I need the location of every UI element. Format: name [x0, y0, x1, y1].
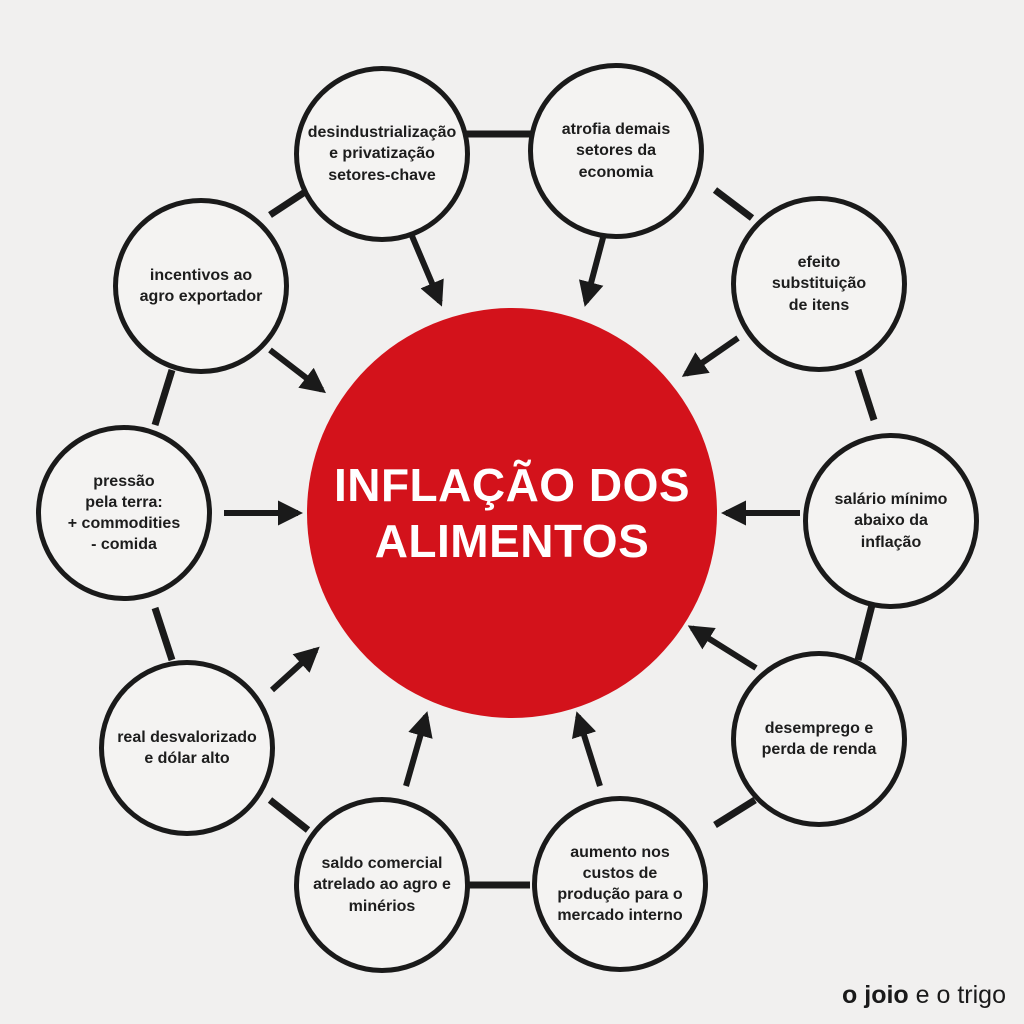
- node-desemprego: desemprego e perda de renda: [731, 651, 907, 827]
- arrow-connector: [409, 234, 444, 307]
- node-atrofia-setores: atrofia demais setores da economia: [528, 63, 704, 239]
- node-desindustrializacao: desindustrialização e privatização setor…: [294, 66, 470, 242]
- central-title: INFLAÇÃO DOS ALIMENTOS: [333, 458, 691, 567]
- node-label: desemprego e perda de renda: [761, 719, 877, 758]
- node-incentivos-agro: incentivos ao agro exportador: [113, 198, 289, 374]
- node-label: efeito substituição de itens: [771, 254, 867, 314]
- node-label: real desvalorizado e dólar alto: [117, 728, 257, 767]
- arrow-connector: [268, 347, 326, 394]
- ring-connector: [267, 797, 311, 833]
- brand-light-text: e o trigo: [915, 981, 1006, 1009]
- node-label: salário mínimo abaixo da inflação: [834, 491, 948, 551]
- node-salario-minimo: salário mínimo abaixo da inflação: [803, 433, 979, 609]
- node-pressao-terra: pressão pela terra: + commodities - comi…: [36, 425, 212, 601]
- arrow-connectors: [224, 233, 800, 787]
- ring-connector: [854, 604, 876, 661]
- node-label: incentivos ao agro exportador: [139, 266, 263, 305]
- ring-connector: [151, 606, 176, 662]
- ring-connector: [151, 368, 176, 427]
- node-real-desvalorizado: real desvalorizado e dólar alto: [99, 660, 275, 836]
- node-label: saldo comercial atrelado ao agro e minér…: [313, 855, 451, 915]
- arrow-connector: [572, 711, 603, 787]
- brand-logo: o joio e o trigo: [842, 981, 1006, 1010]
- arrow-connector: [269, 646, 320, 693]
- node-saldo-comercial: saldo comercial atrelado ao agro e minér…: [294, 797, 470, 973]
- arrow-connector: [403, 711, 433, 787]
- node-efeito-substituicao: efeito substituição de itens: [731, 196, 907, 372]
- node-label: pressão pela terra: + commodities - comi…: [67, 472, 181, 554]
- arrow-connector: [687, 625, 758, 671]
- ring-connector: [854, 368, 878, 422]
- brand-strong-text: o joio: [842, 981, 909, 1009]
- ring-connector: [712, 187, 755, 221]
- ring-connectors: [151, 130, 878, 889]
- ring-connector: [268, 187, 310, 218]
- arrow-connector: [578, 233, 607, 307]
- node-label: aumento nos custos de produção para o me…: [557, 843, 683, 925]
- central-node: INFLAÇÃO DOS ALIMENTOS: [307, 308, 717, 718]
- arrow-connector: [681, 335, 740, 377]
- node-label: desindustrialização e privatização setor…: [307, 124, 457, 184]
- node-label: atrofia demais setores da economia: [561, 121, 671, 181]
- ring-connector: [713, 797, 757, 828]
- node-custos-producao: aumento nos custos de produção para o me…: [532, 796, 708, 972]
